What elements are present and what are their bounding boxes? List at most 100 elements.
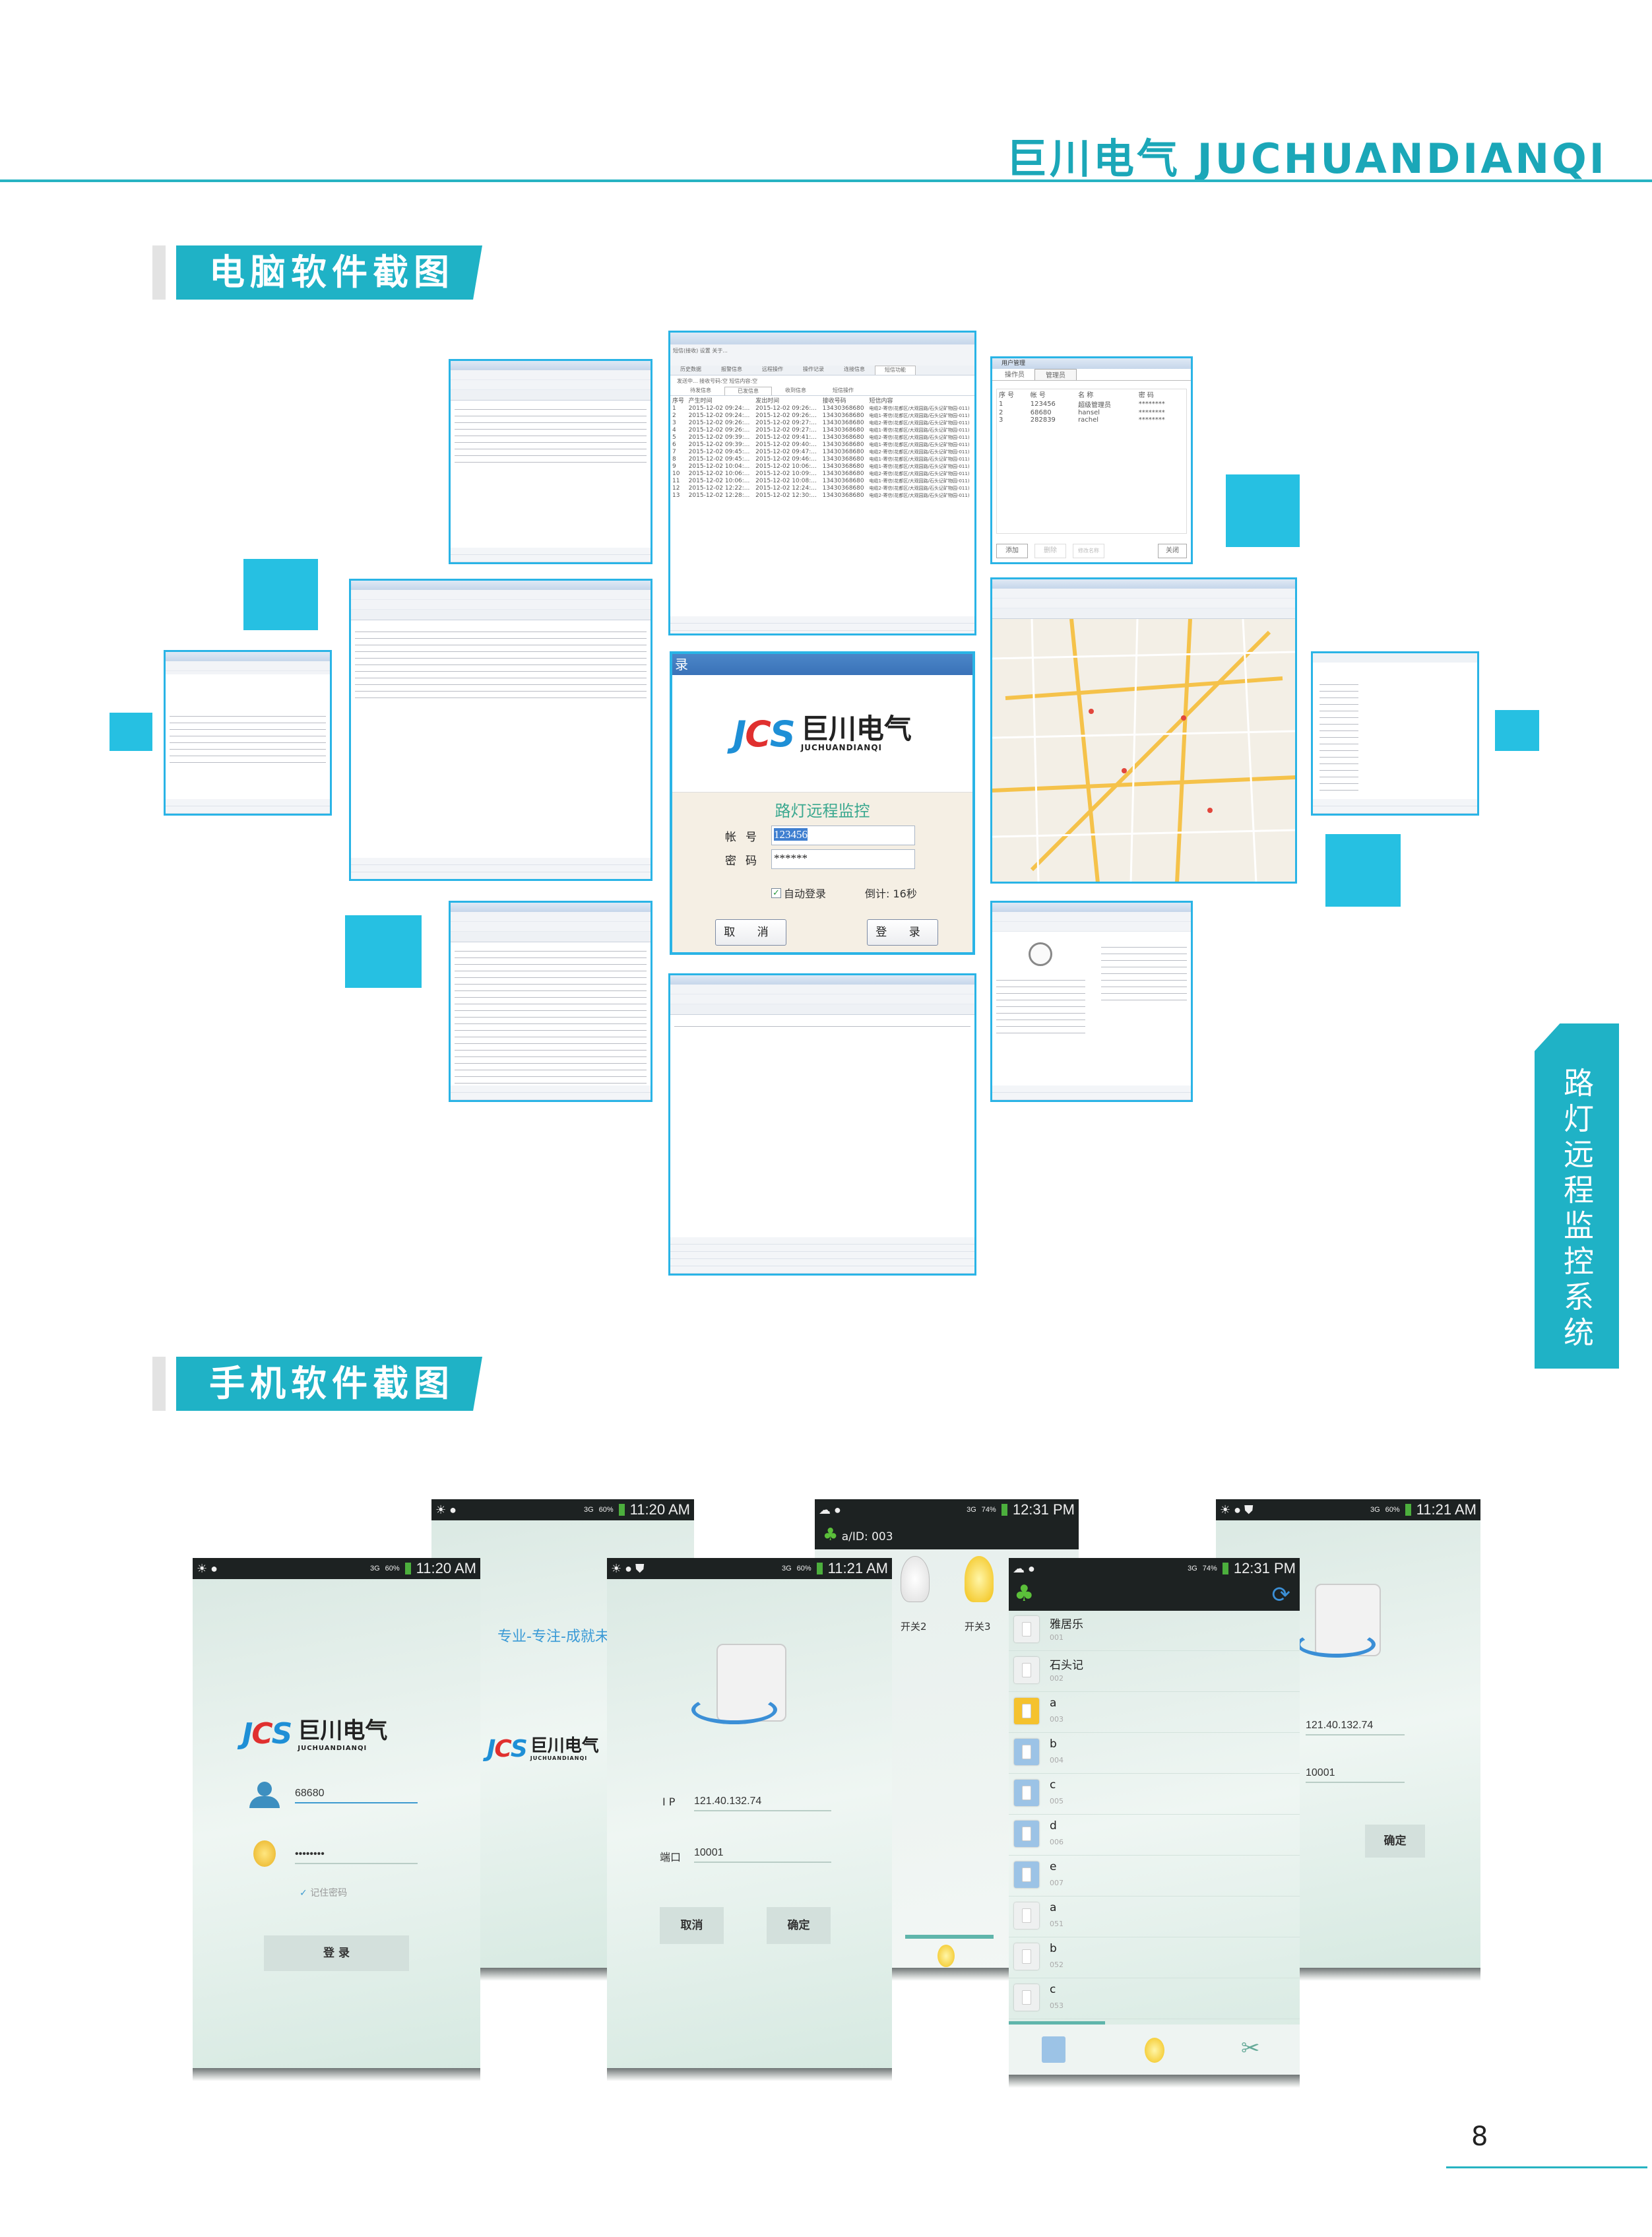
table-cell: ******** bbox=[1138, 416, 1165, 424]
table-cell: 2015-12-02 12:24:... bbox=[755, 484, 817, 492]
table-cell: 13430368680 bbox=[822, 412, 864, 419]
table-cell: 13430368680 bbox=[822, 484, 864, 492]
column-header: 短信内容 bbox=[869, 398, 893, 405]
ip-input[interactable]: 121.40.132.74 bbox=[694, 1796, 831, 1811]
remember-password-checkbox[interactable]: ✓ 记住密码 bbox=[300, 1888, 348, 1898]
table-cell: 13430368680 bbox=[822, 470, 864, 477]
decor-square bbox=[1226, 474, 1300, 547]
ok-button[interactable]: 确定 bbox=[767, 1907, 831, 1944]
column-header: 序号 bbox=[672, 398, 685, 405]
tab-5[interactable]: 短信功能 bbox=[875, 366, 916, 375]
rename-button[interactable]: 修改名称 bbox=[1073, 544, 1104, 558]
table-cell: 2015-12-02 09:26:... bbox=[755, 405, 817, 412]
cancel-button[interactable]: 取 消 bbox=[715, 919, 786, 946]
table-cell: 13430368680 bbox=[822, 448, 864, 455]
table-cell: 2 bbox=[672, 412, 676, 419]
close-button[interactable]: 关闭 bbox=[1158, 544, 1187, 558]
slogan: 专业-专注-成就未 bbox=[497, 1629, 610, 1645]
tab-1[interactable]: 报警信息 bbox=[721, 366, 742, 372]
table-cell: 2 bbox=[999, 409, 1003, 416]
menu-about[interactable]: 关于... bbox=[712, 348, 728, 354]
bulb-icon[interactable] bbox=[1145, 2038, 1164, 2063]
subtab-3[interactable]: 短信操作 bbox=[833, 387, 854, 393]
subtab-0[interactable]: 待发信息 bbox=[690, 387, 711, 393]
tab-0[interactable]: 历史数据 bbox=[680, 366, 701, 372]
table-cell: 2015-12-02 09:27:... bbox=[755, 426, 817, 434]
tab-admin[interactable]: 管理员 bbox=[1034, 369, 1077, 380]
ok-button[interactable]: 确定 bbox=[1365, 1825, 1425, 1858]
port-input[interactable]: 10001 bbox=[1306, 1767, 1405, 1783]
tab-3[interactable]: 操作记录 bbox=[803, 366, 824, 372]
tab-operator[interactable]: 操作员 bbox=[1005, 372, 1025, 379]
checkbox-checked-icon: ✓ bbox=[300, 1888, 307, 1898]
table-cell: 2015-12-02 09:46:... bbox=[755, 455, 817, 463]
login-button[interactable]: 登 录 bbox=[264, 1935, 409, 1971]
bulb-tab-icon[interactable] bbox=[937, 1945, 955, 1967]
delete-button[interactable]: 删除 bbox=[1034, 544, 1066, 558]
cancel-button[interactable]: 取消 bbox=[660, 1907, 724, 1944]
table-cell: 13430368680 bbox=[822, 477, 864, 484]
bulb-off-icon[interactable] bbox=[901, 1556, 930, 1602]
subtab-2[interactable]: 收到信息 bbox=[785, 387, 806, 393]
auto-login-checkbox[interactable]: ✓ 自动登录 bbox=[771, 885, 826, 901]
device-id: 001 bbox=[1050, 1633, 1064, 1642]
bulb-on-icon[interactable] bbox=[965, 1556, 994, 1602]
add-button[interactable]: 添加 bbox=[996, 544, 1028, 558]
username-input[interactable]: 68680 bbox=[295, 1788, 418, 1803]
refresh-icon[interactable]: ⟳ bbox=[1271, 1582, 1291, 1608]
device-id: 006 bbox=[1050, 1838, 1064, 1846]
login-dialog-title: 录 bbox=[672, 654, 972, 675]
tab-2[interactable]: 远程操作 bbox=[762, 366, 783, 372]
password-input[interactable]: ****** bbox=[771, 849, 915, 869]
table-cell: 13430368680 bbox=[822, 426, 864, 434]
logo-mark: JCS bbox=[733, 713, 796, 755]
device-name: b bbox=[1050, 1942, 1057, 1955]
account-input[interactable]: 123456 bbox=[771, 826, 915, 845]
tab-4[interactable]: 连接信息 bbox=[844, 366, 865, 372]
table-cell: 2015-12-02 09:40:... bbox=[755, 441, 817, 448]
table-cell: 8 bbox=[672, 455, 676, 463]
port-input[interactable]: 10001 bbox=[694, 1847, 831, 1863]
subtab-1[interactable]: 已发信息 bbox=[724, 387, 772, 395]
ip-input[interactable]: 121.40.132.74 bbox=[1306, 1720, 1405, 1735]
port-label: 端口 bbox=[660, 1851, 682, 1864]
switch-list-icon[interactable] bbox=[1042, 2036, 1065, 2063]
table-cell: 13430368680 bbox=[822, 434, 864, 441]
tools-icon[interactable]: ✂ bbox=[1241, 2035, 1260, 2061]
password-input[interactable]: •••••••• bbox=[295, 1848, 418, 1864]
menu-sms[interactable]: 短信(接收) 设置 bbox=[673, 348, 711, 354]
table-cell: ******** bbox=[1138, 401, 1165, 408]
device-name: e bbox=[1050, 1860, 1057, 1873]
login-button[interactable]: 登 录 bbox=[867, 919, 938, 946]
